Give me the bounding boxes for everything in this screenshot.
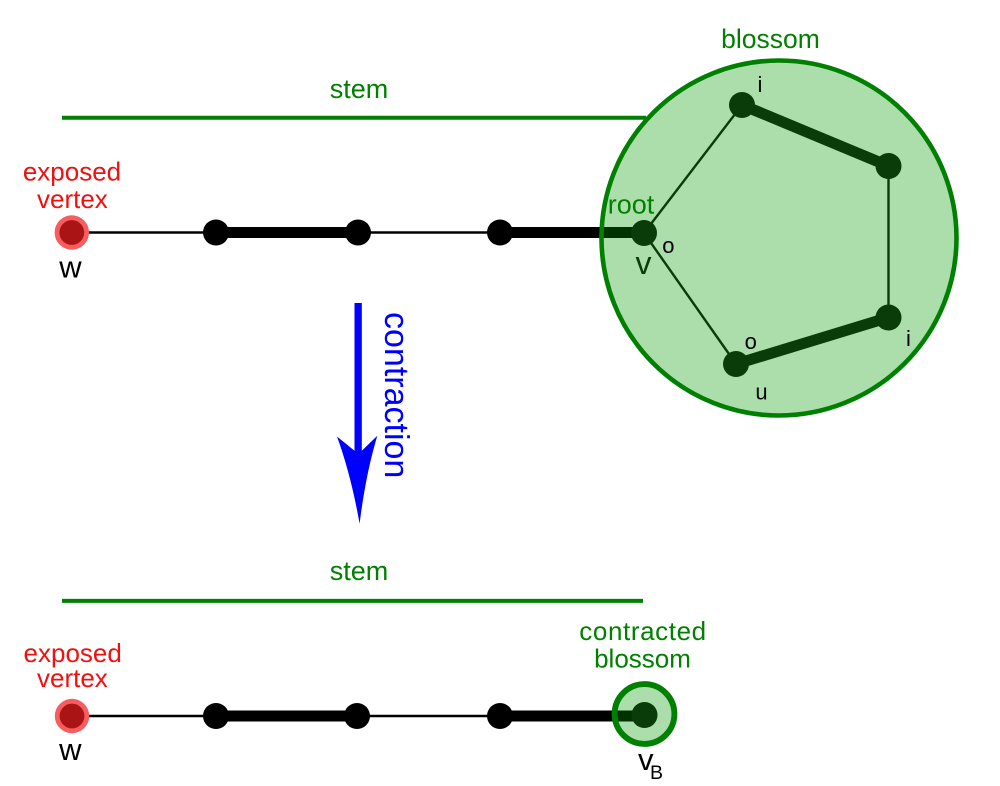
svg-text:root: root bbox=[608, 190, 655, 220]
svg-text:o: o bbox=[745, 329, 757, 354]
svg-text:B: B bbox=[650, 762, 663, 784]
svg-text:v: v bbox=[638, 742, 654, 777]
svg-text:o: o bbox=[662, 233, 674, 258]
svg-text:exposed: exposed bbox=[23, 157, 121, 187]
svg-text:stem: stem bbox=[330, 74, 389, 104]
svg-text:u: u bbox=[755, 379, 767, 404]
svg-text:i: i bbox=[758, 72, 763, 97]
svg-text:contracted: contracted bbox=[579, 616, 706, 646]
svg-text:v: v bbox=[636, 245, 652, 281]
svg-text:vertex: vertex bbox=[37, 663, 108, 693]
svg-text:stem: stem bbox=[330, 556, 389, 586]
svg-text:exposed: exposed bbox=[24, 638, 122, 668]
svg-text:w: w bbox=[58, 250, 82, 285]
svg-text:vertex: vertex bbox=[37, 184, 108, 214]
svg-text:w: w bbox=[58, 732, 82, 767]
svg-text:contraction: contraction bbox=[377, 312, 415, 478]
svg-text:i: i bbox=[906, 326, 911, 351]
svg-text:blossom: blossom bbox=[721, 24, 820, 54]
svg-text:blossom: blossom bbox=[594, 644, 691, 674]
